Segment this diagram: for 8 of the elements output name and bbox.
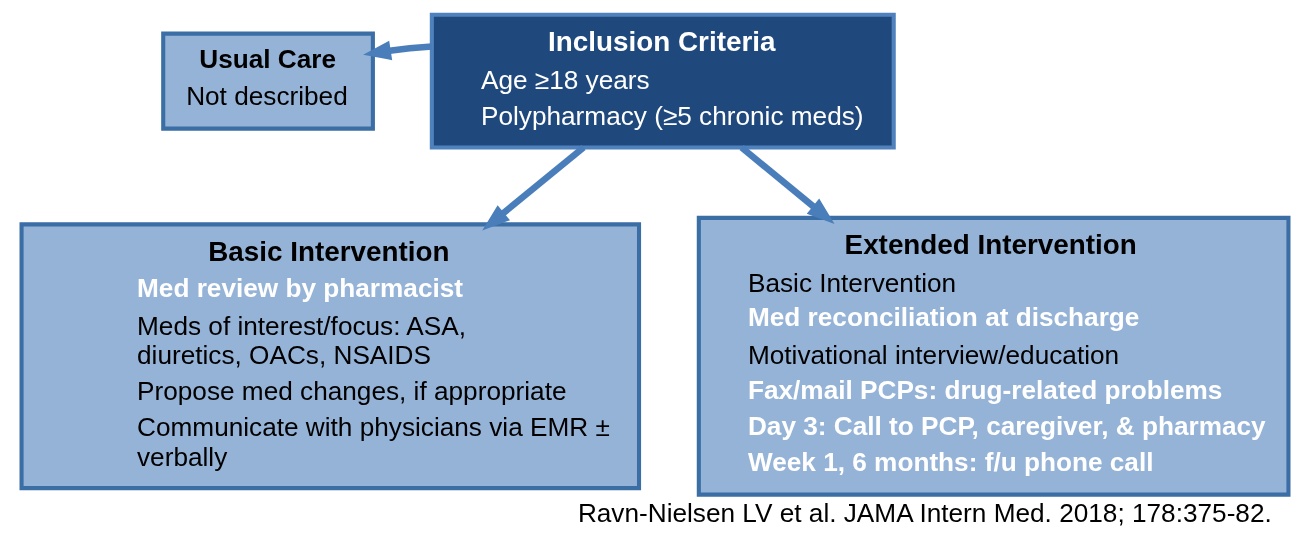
node-box: Extended Intervention Basic Intervention Med reconciliation at discharge Motivational interview/education Fax/mail PCPs: drug-related problems Day 3: Call to PCP, caregiver, & pharmacy Week 1, 6 months: f/u phone call — [696, 215, 1291, 497]
caption: Ravn-Nielsen LV et al. JAMA Intern Med. 2018; 178:375-82. — [577, 498, 1272, 529]
arrow — [482, 144, 586, 231]
node-box: Usual Care Not described — [161, 31, 375, 131]
arrow — [739, 144, 835, 224]
node-box: Inclusion Criteria Age ≥18 years Polypharmacy (≥5 chronic meds) — [429, 12, 896, 150]
node-box: Basic Intervention Med review by pharmacist Meds of interest/focus: ASA, diuretics, OACs, NSAIDS Propose med changes, if appropriate Communicate with physicians via EMR ± verbally — [19, 222, 642, 491]
arrow — [363, 40, 432, 61]
